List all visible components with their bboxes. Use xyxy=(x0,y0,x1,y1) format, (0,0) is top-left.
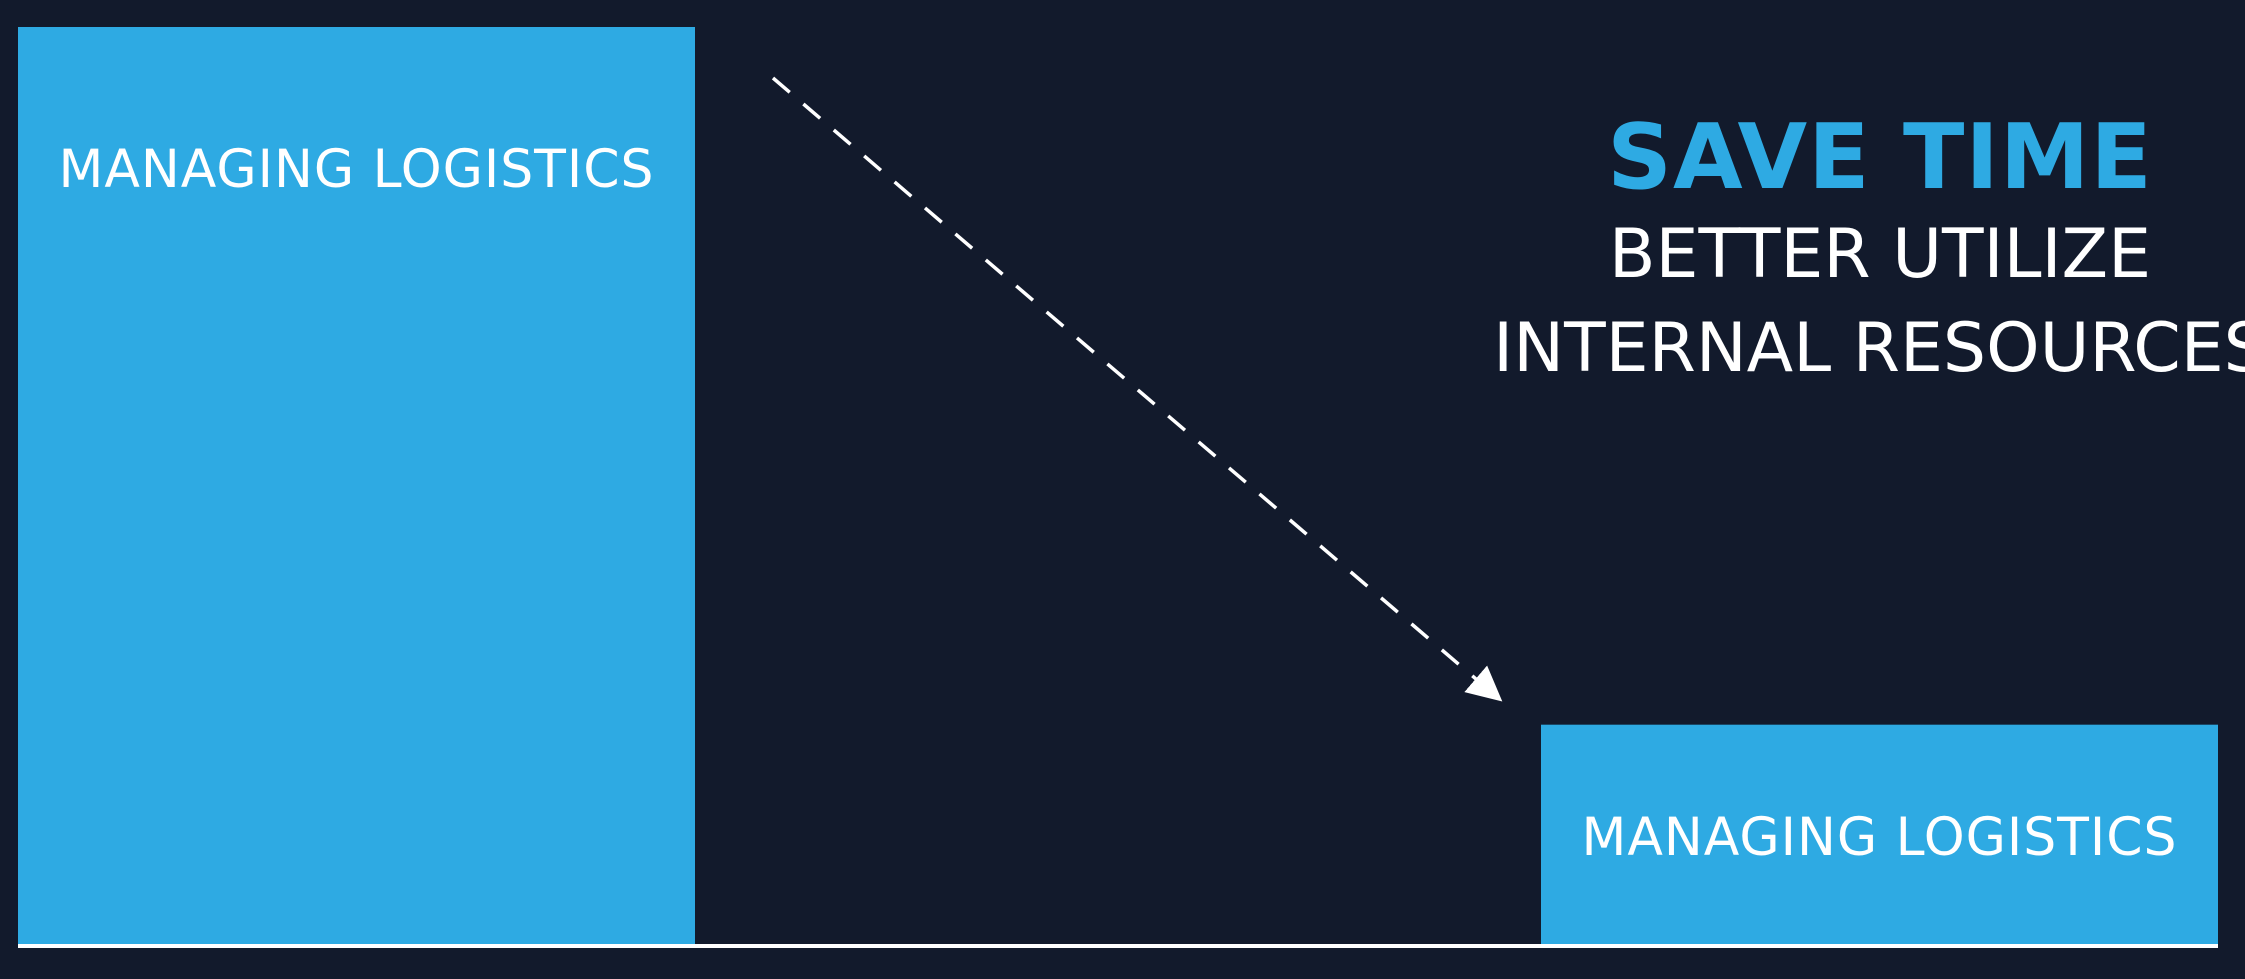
bar-2 xyxy=(1541,724,2218,945)
bar-label-2: MANAGING LOGISTICS xyxy=(1582,807,2178,868)
bars-layer xyxy=(18,27,2218,945)
labels-layer: MANAGING LOGISTICS MANAGING LOGISTICS xyxy=(59,139,2178,868)
headline-line-1: BETTER UTILIZE xyxy=(1608,215,2152,294)
headline: SAVE TIME BETTER UTILIZE INTERNAL RESOUR… xyxy=(1480,108,2245,396)
headline-line-2: INTERNAL RESOURCES xyxy=(1493,309,2245,388)
bar-label-1: MANAGING LOGISTICS xyxy=(59,139,655,200)
headline-primary: SAVE TIME xyxy=(1607,105,2153,210)
dashed-arrow xyxy=(771,76,1503,702)
bar-1 xyxy=(18,27,695,945)
